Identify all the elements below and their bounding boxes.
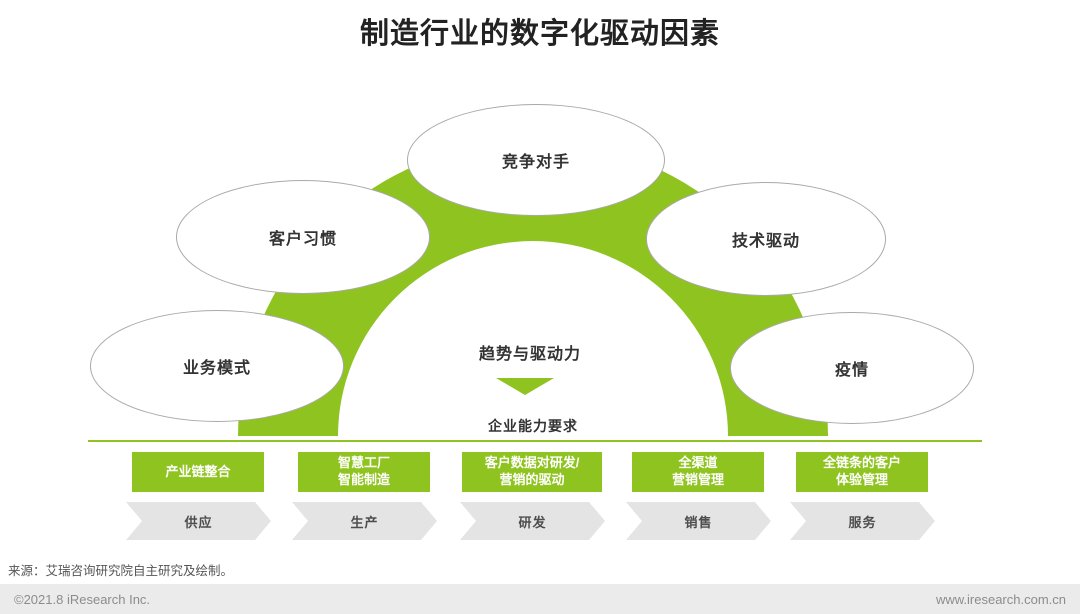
bubble-competitors-label: 竞争对手 <box>501 154 570 171</box>
source-note: 来源：艾瑞咨询研究院自主研究及绘制。 <box>8 564 234 578</box>
stage-label: 供应 <box>184 514 213 530</box>
bubble-technology-driven: 技术驱动 <box>646 182 886 296</box>
bubble-customer-habits: 客户习惯 <box>176 180 430 294</box>
capability-box-customer-experience: 全链条的客户 体验管理 <box>796 452 928 492</box>
page-title: 制造行业的数字化驱动因素 <box>359 18 720 50</box>
divider-line <box>88 440 982 442</box>
bubble-epidemic: 疫情 <box>730 312 974 424</box>
footer-bar: ©2021.8 iResearch Inc. www.iresearch.com… <box>0 584 1080 614</box>
capability-box-customer-data: 客户数据对研发/ 营销的驱动 <box>462 452 602 492</box>
footer-website-link[interactable]: www.iresearch.com.cn <box>935 591 1066 607</box>
stage-label: 销售 <box>684 514 713 530</box>
capability-text: 智能制造 <box>337 472 390 487</box>
stage-label: 研发 <box>518 514 547 530</box>
stage-arrow-rnd: 研发 <box>460 502 605 540</box>
bubble-business-model-label: 业务模式 <box>182 360 251 377</box>
capability-box-supply-chain: 产业链整合 <box>132 452 264 492</box>
trends-drivers-label: 趋势与驱动力 <box>478 346 581 363</box>
footer-copyright: ©2021.8 iResearch Inc. <box>14 591 151 607</box>
capability-text: 营销管理 <box>671 472 724 487</box>
capability-text: 全链条的客户 <box>822 455 901 471</box>
bubble-business-model: 业务模式 <box>90 310 344 422</box>
capability-text: 全渠道 <box>678 455 718 471</box>
stage-arrow-production: 生产 <box>292 502 437 540</box>
down-arrow-icon <box>496 378 554 395</box>
bubble-epidemic-label: 疫情 <box>834 362 869 379</box>
capability-text: 智慧工厂 <box>337 455 390 471</box>
bubble-technology-driven-label: 技术驱动 <box>731 233 800 250</box>
capability-box-smart-factory: 智慧工厂 智能制造 <box>298 452 430 492</box>
capability-text: 客户数据对研发/ <box>484 455 580 471</box>
stage-arrow-supply: 供应 <box>126 502 271 540</box>
stage-label: 生产 <box>350 514 379 530</box>
stage-label: 服务 <box>848 514 877 530</box>
capability-text: 体验管理 <box>835 472 888 487</box>
capability-text: 产业链整合 <box>165 463 231 479</box>
capability-box-omnichannel: 全渠道 营销管理 <box>632 452 764 492</box>
stage-arrow-service: 服务 <box>790 502 935 540</box>
capability-requirements-label: 企业能力要求 <box>488 418 578 434</box>
stage-arrow-sales: 销售 <box>626 502 771 540</box>
bubble-competitors: 竞争对手 <box>407 104 665 216</box>
bubble-customer-habits-label: 客户习惯 <box>268 231 337 248</box>
capability-text: 营销的驱动 <box>499 472 565 487</box>
